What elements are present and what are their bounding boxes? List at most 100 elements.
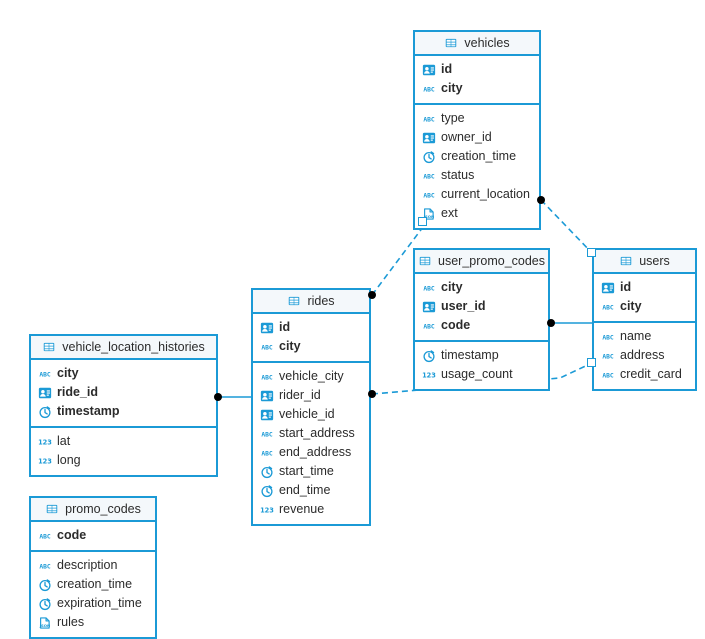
field-label: city (441, 280, 463, 295)
entity-title-user_promo_codes: user_promo_codes (438, 253, 546, 268)
json-document-icon: JSON (38, 616, 52, 630)
abc-text-icon: ABC (38, 529, 52, 543)
field-row[interactable]: ABC city (253, 337, 369, 356)
table-grid-icon (418, 255, 432, 267)
entity-header-vehicles[interactable]: vehicles (415, 32, 539, 56)
contact-card-icon (38, 386, 52, 400)
field-row[interactable]: timestamp (31, 402, 216, 421)
contact-card-icon (422, 63, 436, 77)
field-label: end_time (279, 483, 331, 498)
field-row[interactable]: rider_id (253, 386, 369, 405)
entity-title-users: users (639, 253, 670, 268)
entity-title-promo_codes: promo_codes (65, 501, 141, 516)
field-row[interactable]: ride_id (31, 383, 216, 402)
abc-text-icon: ABC (260, 446, 274, 460)
field-label: status (441, 168, 475, 183)
svg-text:ABC: ABC (602, 304, 614, 311)
clock-icon (422, 150, 436, 164)
svg-text:ABC: ABC (423, 192, 435, 199)
field-row[interactable]: id (594, 278, 695, 297)
field-label: lat (57, 434, 71, 449)
field-row[interactable]: ABC city (415, 278, 548, 297)
field-row[interactable]: creation_time (415, 147, 539, 166)
field-label: creation_time (441, 149, 517, 164)
field-label: address (620, 348, 665, 363)
entity-header-rides[interactable]: rides (253, 290, 369, 314)
field-label: city (620, 299, 642, 314)
abc-text-icon: ABC (38, 559, 52, 573)
abc-text-icon: ABC (601, 300, 615, 314)
field-row[interactable]: owner_id (415, 128, 539, 147)
field-row[interactable]: expiration_time (31, 594, 155, 613)
field-row[interactable]: start_time (253, 462, 369, 481)
field-row[interactable]: creation_time (31, 575, 155, 594)
entity-header-vehicle_location_histories[interactable]: vehicle_location_histories (31, 336, 216, 360)
entity-header-promo_codes[interactable]: promo_codes (31, 498, 155, 522)
field-label: creation_time (57, 577, 133, 592)
contact-card-icon (260, 408, 274, 422)
svg-text:ABC: ABC (261, 450, 273, 457)
field-label: id (441, 62, 453, 77)
svg-text:ABC: ABC (602, 334, 614, 341)
field-label: user_id (441, 299, 486, 314)
table-grid-icon (444, 37, 458, 49)
field-label: expiration_time (57, 596, 142, 611)
field-label: owner_id (441, 130, 492, 145)
clock-icon (260, 484, 274, 498)
primary-key-fields-promo_codes: ABC code (31, 522, 155, 552)
svg-text:ABC: ABC (39, 563, 51, 570)
field-label: city (279, 339, 301, 354)
contact-card-icon (260, 321, 274, 335)
abc-text-icon: ABC (260, 340, 274, 354)
svg-text:123: 123 (260, 506, 274, 514)
field-row[interactable]: id (253, 318, 369, 337)
abc-text-icon: ABC (422, 82, 436, 96)
entity-header-user_promo_codes[interactable]: user_promo_codes (415, 250, 548, 274)
field-row[interactable]: ABC city (594, 297, 695, 316)
entity-header-users[interactable]: users (594, 250, 695, 274)
relationship-line-vehicles-to-users[interactable] (540, 199, 593, 254)
field-label: timestamp (57, 404, 120, 419)
field-row[interactable]: id (415, 60, 539, 79)
field-row[interactable]: user_id (415, 297, 548, 316)
svg-text:123: 123 (38, 457, 52, 465)
field-row[interactable]: vehicle_id (253, 405, 369, 424)
field-row[interactable]: timestamp (415, 346, 548, 365)
abc-text-icon: ABC (422, 281, 436, 295)
field-row[interactable]: end_time (253, 481, 369, 500)
field-row[interactable]: ABC code (31, 526, 155, 545)
field-label: code (57, 528, 87, 543)
clock-icon (38, 405, 52, 419)
